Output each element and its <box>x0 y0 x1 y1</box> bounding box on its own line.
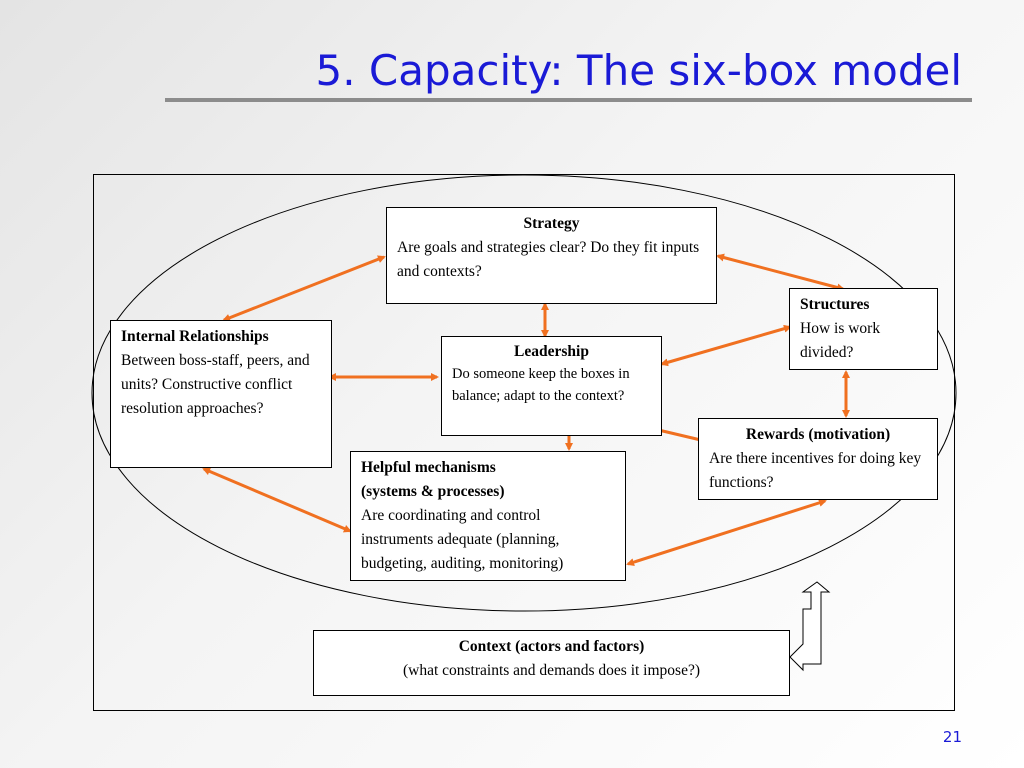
arrow-strategy-internal <box>222 255 386 322</box>
context-feedback-arrow <box>789 581 831 672</box>
helpful-mechanisms-subheading: (systems & processes) <box>361 483 505 500</box>
structures-box: Structures How is work divided? <box>789 288 938 370</box>
title-underline <box>165 98 972 102</box>
internal-relationships-box: Internal Relationships Between boss-staf… <box>110 320 332 468</box>
page-number: 21 <box>942 728 962 746</box>
helpful-mechanisms-box: Helpful mechanisms (systems & processes)… <box>350 451 626 581</box>
internal-relationships-heading: Internal Relationships <box>121 328 269 345</box>
organization-ellipse <box>91 174 957 612</box>
arrow-strategy-structures <box>716 253 845 292</box>
arrows <box>202 253 850 566</box>
rewards-heading: Rewards (motivation) <box>745 426 891 443</box>
context-text: (what constraints and demands does it im… <box>402 662 700 679</box>
rewards-box: Rewards (motivation) Are there incentive… <box>698 418 938 500</box>
internal-relationships-text: Between boss-staff, peers, and units? Co… <box>121 352 310 417</box>
strategy-heading: Strategy <box>523 215 580 232</box>
strategy-text: Are goals and strategies clear? Do they … <box>397 239 700 280</box>
arrow-rewards-mechanisms <box>626 499 827 566</box>
context-box: Context (actors and factors) (what const… <box>313 630 790 696</box>
structures-heading: Structures <box>800 296 870 313</box>
leadership-text: Do someone keep the boxes in balance; ad… <box>452 366 630 404</box>
helpful-mechanisms-heading: Helpful mechanisms <box>361 459 496 476</box>
leadership-box: Leadership Do someone keep the boxes in … <box>441 336 662 436</box>
leadership-heading: Leadership <box>514 343 589 360</box>
arrow-internal-mechanisms <box>202 467 352 533</box>
arrow-structures-leadership <box>660 324 792 367</box>
rewards-text: Are there incentives for doing key funct… <box>709 450 922 491</box>
helpful-mechanisms-text: Are coordinating and control instruments… <box>361 507 564 572</box>
structures-text: How is work divided? <box>800 320 881 361</box>
context-heading: Context (actors and factors) <box>458 638 645 655</box>
strategy-box: Strategy Are goals and strategies clear?… <box>386 207 717 304</box>
slide-title: 5. Capacity: The six-box model <box>315 46 963 95</box>
